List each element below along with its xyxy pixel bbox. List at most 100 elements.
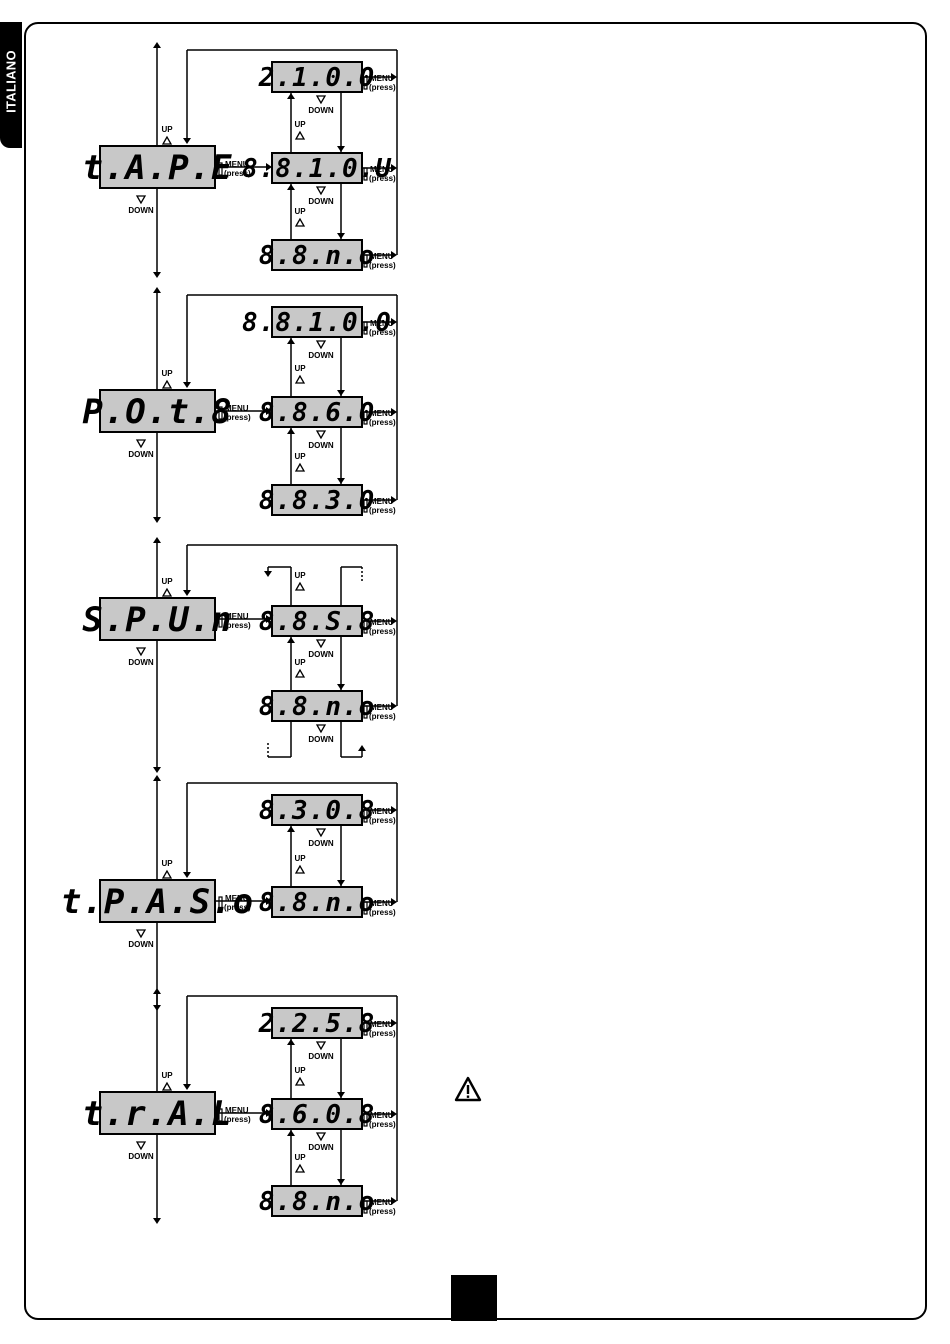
main-display: S.P.U.n bbox=[82, 597, 232, 641]
menu-label: MENU bbox=[370, 1020, 394, 1029]
down-triangle-icon bbox=[135, 195, 147, 205]
main-display: P.O.t.8 bbox=[82, 389, 232, 433]
up-triangle-icon bbox=[294, 462, 306, 472]
menu-label: MENU bbox=[225, 612, 249, 621]
menu-label: MENU bbox=[370, 74, 394, 83]
up-label: UP bbox=[161, 369, 173, 378]
down-label: DOWN bbox=[128, 1152, 154, 1161]
down-triangle-icon bbox=[135, 1141, 147, 1151]
press-label: (press) bbox=[369, 1207, 396, 1216]
up-label: UP bbox=[294, 1066, 306, 1075]
value-display-text: 8.8.1.0.0 bbox=[242, 308, 392, 338]
press-label: (press) bbox=[369, 816, 396, 825]
press-label: (press) bbox=[369, 506, 396, 515]
value-display-text: 8.6.0.8 bbox=[259, 1100, 376, 1130]
press-label: (press) bbox=[369, 712, 396, 721]
up-triangle-icon bbox=[161, 379, 173, 389]
press-label: (press) bbox=[369, 418, 396, 427]
up-triangle-icon bbox=[161, 869, 173, 879]
menu-label: MENU bbox=[370, 1198, 394, 1207]
up-triangle-icon bbox=[294, 374, 306, 384]
value-display-text: 8.8.6.0 bbox=[259, 398, 376, 428]
value-display-text: 8.8.n.o bbox=[259, 1187, 376, 1217]
up-label: UP bbox=[161, 125, 173, 134]
value-display-text: 2.1.0.0 bbox=[258, 63, 376, 93]
down-label: DOWN bbox=[128, 658, 154, 667]
menu-button-icon bbox=[218, 896, 223, 910]
press-label: (press) bbox=[224, 621, 251, 630]
value-display: 8.8.S.8 bbox=[259, 605, 376, 637]
down-triangle-icon bbox=[135, 929, 147, 939]
down-label: DOWN bbox=[308, 197, 334, 206]
main-display: t.P.A.S.o bbox=[61, 879, 254, 923]
down-triangle-icon bbox=[315, 430, 327, 440]
down-label: DOWN bbox=[308, 351, 334, 360]
press-label: (press) bbox=[369, 261, 396, 270]
menu-label: MENU bbox=[370, 319, 394, 328]
up-triangle-icon bbox=[294, 864, 306, 874]
up-label: UP bbox=[161, 577, 173, 586]
down-label: DOWN bbox=[128, 450, 154, 459]
value-display: 8.8.6.0 bbox=[259, 396, 376, 428]
value-display: 8.8.n.o bbox=[259, 239, 374, 271]
menu-label: MENU bbox=[370, 618, 394, 627]
up-label: UP bbox=[294, 120, 306, 129]
value-display-text: 8.8.S.8 bbox=[259, 607, 376, 637]
main-display: t.A.P.E bbox=[82, 145, 232, 189]
menu-label: MENU bbox=[225, 1106, 249, 1115]
main-display-text: t.A.P.E bbox=[82, 148, 232, 188]
press-label: (press) bbox=[369, 1029, 396, 1038]
up-triangle-icon bbox=[294, 581, 306, 591]
down-label: DOWN bbox=[308, 650, 334, 659]
up-label: UP bbox=[161, 859, 173, 868]
up-triangle-icon bbox=[161, 135, 173, 145]
value-display-text: 8.8.n.o bbox=[259, 692, 376, 722]
up-triangle-icon bbox=[294, 1163, 306, 1173]
value-display: 8.8.n.o bbox=[259, 886, 376, 918]
page-number-box bbox=[451, 1275, 497, 1321]
value-display: 8.8.n.o bbox=[259, 1185, 376, 1217]
up-label: UP bbox=[294, 452, 306, 461]
up-label: UP bbox=[294, 207, 306, 216]
up-triangle-icon bbox=[294, 130, 306, 140]
menu-label: MENU bbox=[370, 409, 394, 418]
main-display-text: P.O.t.8 bbox=[82, 392, 232, 432]
menu-button-icon bbox=[218, 162, 223, 176]
main-display: t.r.A.L bbox=[82, 1091, 232, 1135]
menu-label: MENU bbox=[370, 252, 394, 261]
down-triangle-icon bbox=[315, 1132, 327, 1142]
up-label: UP bbox=[294, 854, 306, 863]
up-triangle-icon bbox=[294, 668, 306, 678]
value-display-text: 2.2.5.8 bbox=[258, 1009, 376, 1039]
press-label: (press) bbox=[369, 908, 396, 917]
up-label: UP bbox=[294, 571, 306, 580]
down-triangle-icon bbox=[315, 340, 327, 350]
value-display: 8.8.n.o bbox=[259, 690, 376, 722]
press-label: (press) bbox=[224, 169, 251, 178]
down-triangle-icon bbox=[315, 1041, 327, 1051]
menu-button-icon bbox=[218, 1108, 223, 1122]
up-label: UP bbox=[294, 1153, 306, 1162]
main-display-text: S.P.U.n bbox=[82, 600, 232, 640]
value-display-text: 8.8.n.o bbox=[259, 888, 376, 918]
main-display-text: t.P.A.S.o bbox=[61, 882, 254, 922]
up-triangle-icon bbox=[161, 1081, 173, 1091]
menu-label: MENU bbox=[370, 1111, 394, 1120]
menu-label: MENU bbox=[370, 899, 394, 908]
press-label: (press) bbox=[369, 83, 396, 92]
down-triangle-icon bbox=[135, 439, 147, 449]
warning-triangle-icon bbox=[454, 1076, 482, 1107]
menu-label: MENU bbox=[370, 497, 394, 506]
down-label: DOWN bbox=[128, 940, 154, 949]
up-triangle-icon bbox=[294, 1076, 306, 1086]
down-triangle-icon bbox=[315, 95, 327, 105]
down-triangle-icon bbox=[135, 647, 147, 657]
press-label: (press) bbox=[224, 413, 251, 422]
menu-button-icon bbox=[218, 406, 223, 420]
press-label: (press) bbox=[369, 627, 396, 636]
down-triangle-icon bbox=[315, 828, 327, 838]
down-triangle-icon bbox=[315, 724, 327, 734]
up-triangle-icon bbox=[161, 587, 173, 597]
value-display-text: 8.8.3.0 bbox=[259, 486, 376, 516]
